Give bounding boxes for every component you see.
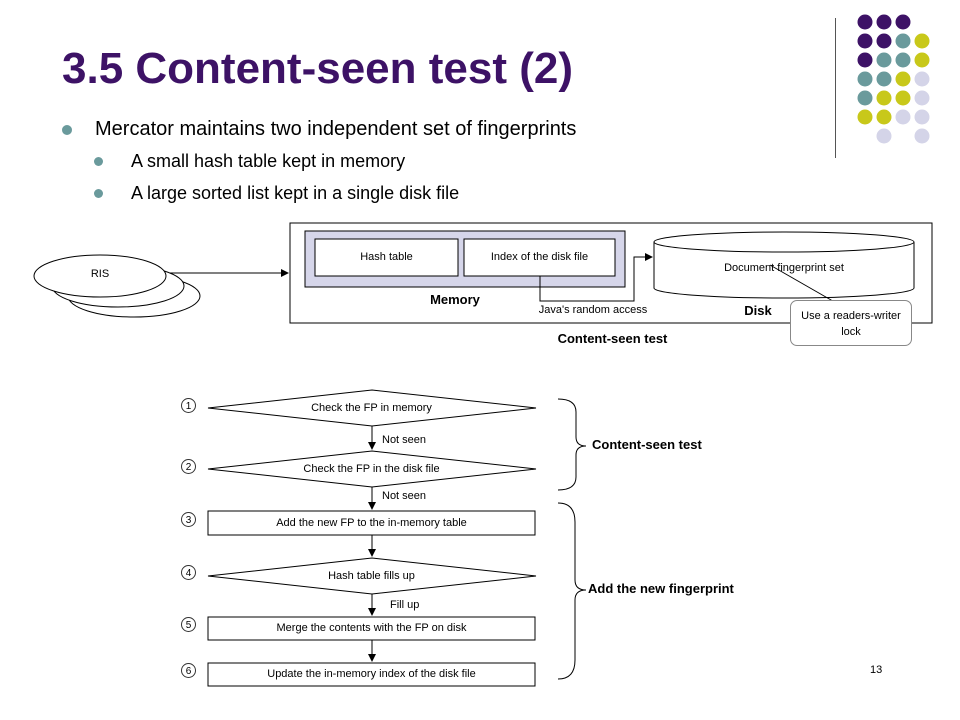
random-access-arrow xyxy=(539,253,653,302)
step-6-number: 6 xyxy=(181,663,196,678)
bullet-text: Mercator maintains two independent set o… xyxy=(95,118,577,140)
decorative-dot xyxy=(895,71,911,87)
hash-table-box xyxy=(314,238,459,277)
slide-title: 3.5 Content-seen test (2) xyxy=(62,44,573,93)
disk-label: Disk xyxy=(744,303,772,318)
decorative-dot xyxy=(914,109,930,125)
readers-writer-callout: Use a readers-writer lock xyxy=(790,300,912,346)
decorative-dot xyxy=(876,52,892,68)
step-2-label: Check the FP in the disk file xyxy=(303,463,440,475)
decorative-dot xyxy=(876,33,892,49)
step-4-number: 4 xyxy=(181,565,196,580)
memory-label: Memory xyxy=(430,292,480,307)
decorative-dot xyxy=(857,109,873,125)
brace-label-add-fingerprint: Add the new fingerprint xyxy=(588,581,734,596)
decorative-dot xyxy=(876,128,892,144)
decorative-dot xyxy=(895,14,911,30)
brace-content-seen xyxy=(557,398,587,491)
edge-not-seen-1: Not seen xyxy=(382,434,427,446)
bullet-1: Mercator maintains two independent set o… xyxy=(62,118,576,141)
bullet-dot-icon xyxy=(62,124,72,135)
decorative-dot xyxy=(857,71,873,87)
step-3-label: Add the new FP to the in-memory table xyxy=(276,517,467,529)
decorative-dot xyxy=(857,52,873,68)
ris-label: RIS xyxy=(90,268,110,280)
index-box xyxy=(463,238,616,277)
index-label: Index of the disk file xyxy=(490,251,589,263)
decorative-dot xyxy=(914,128,930,144)
step-5-label: Merge the contents with the FP on disk xyxy=(276,622,467,634)
step-3-box xyxy=(207,510,536,536)
random-access-label: Java's random access xyxy=(538,304,648,316)
decorative-dot xyxy=(895,52,911,68)
bullet-dot-icon xyxy=(94,189,103,198)
decorative-dot xyxy=(857,14,873,30)
edge-fill-up: Fill up xyxy=(390,599,420,611)
step-1-label: Check the FP in memory xyxy=(311,402,432,414)
step-3-number: 3 xyxy=(181,512,196,527)
decorative-divider xyxy=(835,18,836,158)
decorative-dot xyxy=(914,52,930,68)
decorative-dot-grid-icon xyxy=(857,14,930,144)
ris-stack xyxy=(33,254,201,318)
sub-bullet-1: A small hash table kept in memory xyxy=(94,151,405,172)
container-label: Content-seen test xyxy=(557,331,668,346)
decorative-dot xyxy=(914,71,930,87)
decorative-dot xyxy=(876,109,892,125)
edge-not-seen-2: Not seen xyxy=(382,490,427,502)
bullet-dot-icon xyxy=(94,157,103,166)
disk-cylinder-label: Document fingerprint set xyxy=(724,262,844,274)
step-6-label: Update the in-memory index of the disk f… xyxy=(267,668,476,680)
decorative-dot xyxy=(876,14,892,30)
decorative-dot xyxy=(914,33,930,49)
step-6-box xyxy=(207,662,536,687)
decorative-dot xyxy=(876,90,892,106)
decorative-dot xyxy=(857,90,873,106)
brace-add-fingerprint xyxy=(557,502,587,680)
bullet-text: A large sorted list kept in a single dis… xyxy=(131,183,460,203)
step-2-number: 2 xyxy=(181,459,196,474)
page-number: 13 xyxy=(870,664,883,676)
decorative-dot xyxy=(857,33,873,49)
bullet-text: A small hash table kept in memory xyxy=(131,151,406,171)
step-1-number: 1 xyxy=(181,398,196,413)
sub-bullet-2: A large sorted list kept in a single dis… xyxy=(94,183,459,204)
step-4-label: Hash table fills up xyxy=(328,570,415,582)
decorative-dot xyxy=(895,33,911,49)
hash-table-label: Hash table xyxy=(360,251,413,263)
decorative-dot xyxy=(895,90,911,106)
decorative-dot xyxy=(876,71,892,87)
step-5-number: 5 xyxy=(181,617,196,632)
disk-cylinder xyxy=(653,231,915,299)
decorative-dot xyxy=(895,109,911,125)
decorative-dot xyxy=(914,90,930,106)
brace-label-content-seen: Content-seen test xyxy=(592,437,702,452)
